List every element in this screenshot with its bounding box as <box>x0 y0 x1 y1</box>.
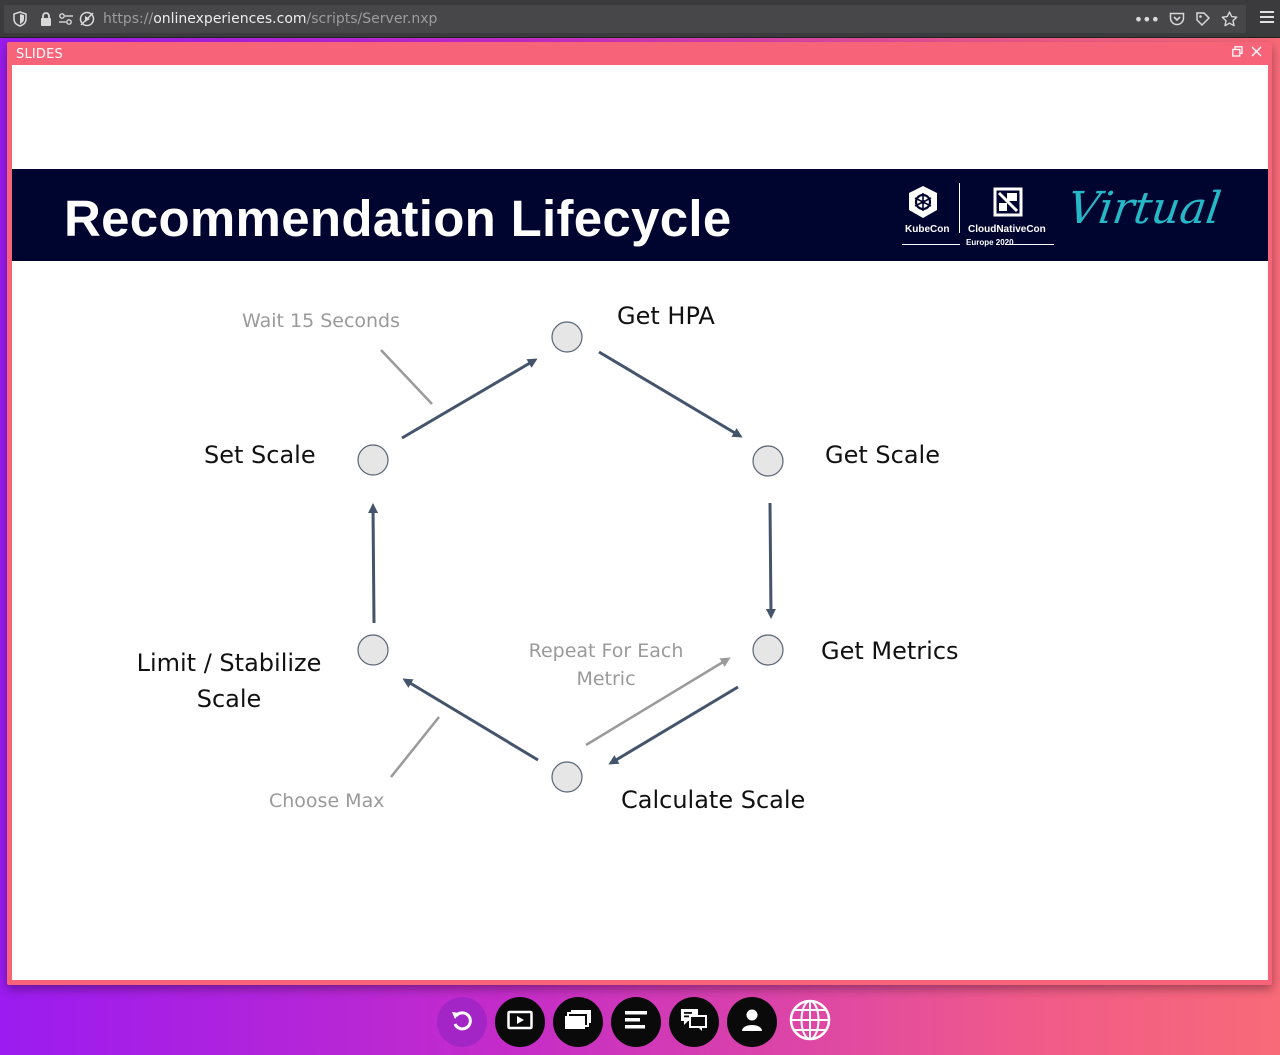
label-get-hpa: Get HPA <box>617 302 715 330</box>
note-choose-max: Choose Max <box>269 790 385 812</box>
edition-label: Europe 2020 <box>966 238 1014 247</box>
node-calculate-scale <box>551 761 583 793</box>
shield-icon[interactable] <box>13 11 27 27</box>
browser-toolbar: https://onlinexperiences.com/scripts/Ser… <box>0 0 1280 38</box>
diagram-graphics <box>357 321 784 793</box>
logo-divider <box>959 183 960 233</box>
node-get-scale <box>752 445 784 477</box>
note-repeat-line2: Metric <box>576 668 636 690</box>
chat-button[interactable] <box>669 997 719 1047</box>
label-set-scale: Set Scale <box>204 441 316 469</box>
kubecon-logo-icon <box>906 185 940 223</box>
page-actions-icon[interactable]: ••• <box>1133 9 1160 29</box>
hamburger-menu-icon[interactable] <box>1260 8 1274 29</box>
slides-window-header: SLIDES <box>7 42 1272 65</box>
label-limit-stabilize-scale: Limit / Stabilize Scale <box>132 645 326 717</box>
slides-window: SLIDES Recommendation Lifecycle KubeCon <box>7 42 1272 985</box>
label-get-scale: Get Scale <box>825 441 940 469</box>
label-get-metrics: Get Metrics <box>821 637 959 665</box>
refresh-button[interactable] <box>437 997 487 1047</box>
slide-canvas: Recommendation Lifecycle KubeCon CloudNa… <box>12 65 1268 980</box>
pocket-icon[interactable] <box>1169 12 1185 27</box>
url-path: /scripts/Server.nxp <box>306 11 438 27</box>
close-icon[interactable] <box>1251 46 1262 60</box>
lock-icon[interactable] <box>40 12 52 26</box>
lifecycle-diagram: Get HPA Get Scale Get Metrics Calculate … <box>12 261 1268 980</box>
note-line-choose-max <box>390 716 440 778</box>
url-scheme: https:// <box>103 11 154 27</box>
bookmark-star-icon[interactable] <box>1221 11 1238 27</box>
slide-title: Recommendation Lifecycle <box>64 190 732 247</box>
bottom-toolbar <box>437 997 835 1047</box>
kubecon-label: KubeCon <box>905 224 950 235</box>
slides-window-title: SLIDES <box>16 47 64 62</box>
slide-title-banner: Recommendation Lifecycle KubeCon CloudNa… <box>12 169 1268 261</box>
note-line-wait <box>380 349 433 405</box>
window-controls <box>1232 46 1262 60</box>
edition-rule-right <box>1006 244 1054 245</box>
event-logos: KubeCon CloudNativeCon Europe 2020 Virtu… <box>898 183 1224 253</box>
node-set-scale <box>357 444 389 476</box>
arrow-limit-to-set <box>368 503 379 624</box>
edition-rule-left <box>902 244 960 245</box>
node-limit-stabilize <box>357 634 389 666</box>
arrow-metrics-to-calculate <box>608 685 739 765</box>
note-wait-15-seconds: Wait 15 Seconds <box>242 310 401 332</box>
cloudnativecon-label: CloudNativeCon <box>968 224 1046 235</box>
url-text[interactable]: https://onlinexperiences.com/scripts/Ser… <box>103 11 437 27</box>
video-button[interactable] <box>495 997 545 1047</box>
note-repeat-for-each-metric: Repeat For Each Metric <box>522 637 690 693</box>
globe-icon <box>788 998 832 1046</box>
label-calculate-scale: Calculate Scale <box>621 786 806 814</box>
url-bar[interactable]: https://onlinexperiences.com/scripts/Ser… <box>4 5 1246 33</box>
label-limit-line2: Scale <box>196 685 262 713</box>
url-host: onlinexperiences.com <box>153 11 307 27</box>
autoplay-blocked-icon[interactable] <box>79 11 95 27</box>
refresh-icon <box>449 1007 475 1037</box>
note-line-repeat <box>585 657 731 747</box>
arrow-getscale-to-metrics <box>765 502 776 619</box>
slides-icon <box>564 1009 592 1035</box>
arrow-set-to-hpa <box>401 358 538 440</box>
agenda-icon <box>624 1010 648 1034</box>
cloudnativecon-logo-icon <box>993 187 1023 221</box>
video-icon <box>507 1009 533 1035</box>
screenshot-icon[interactable] <box>1195 11 1211 27</box>
restore-icon[interactable] <box>1232 46 1243 60</box>
agenda-button[interactable] <box>611 997 661 1047</box>
language-button[interactable] <box>785 997 835 1047</box>
arrow-calculate-to-limit <box>402 678 539 762</box>
note-repeat-line1: Repeat For Each <box>528 640 684 662</box>
arrow-hpa-to-getscale <box>598 350 743 438</box>
node-get-metrics <box>752 634 784 666</box>
virtual-script-logo: Virtual <box>1064 183 1225 234</box>
profile-button[interactable] <box>727 997 777 1047</box>
permissions-icon[interactable] <box>58 12 74 26</box>
slides-button[interactable] <box>553 997 603 1047</box>
chat-icon <box>680 1008 708 1036</box>
label-limit-line1: Limit / Stabilize <box>136 649 322 677</box>
profile-icon <box>741 1008 763 1036</box>
node-get-hpa <box>551 321 583 353</box>
